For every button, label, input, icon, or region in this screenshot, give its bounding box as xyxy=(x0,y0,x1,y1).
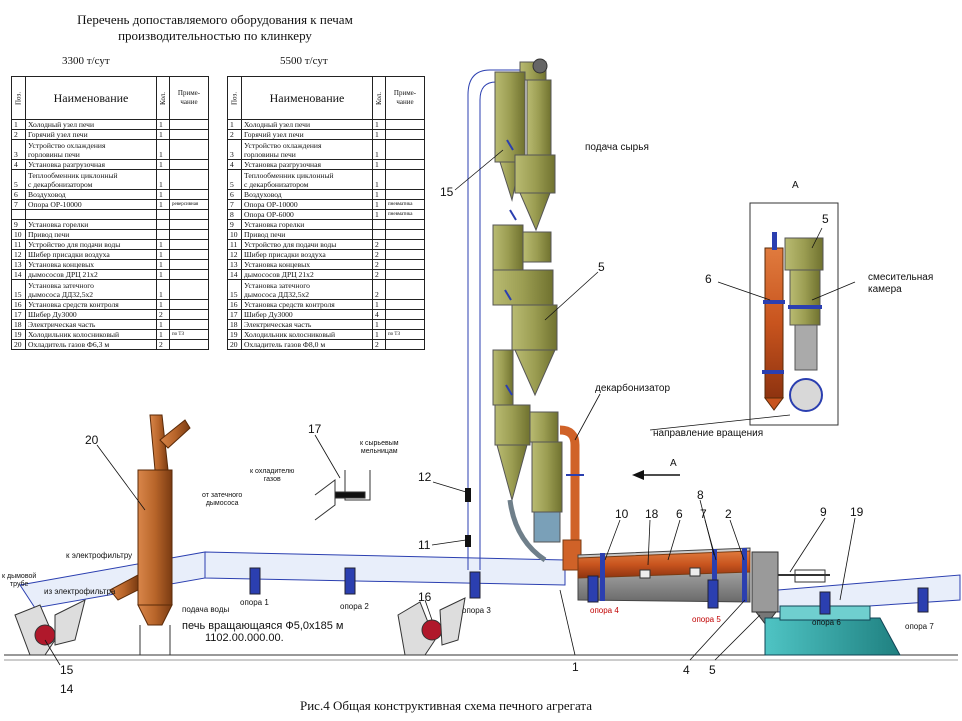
callout-10: 10 xyxy=(615,507,629,521)
kiln-hood xyxy=(751,551,830,626)
gas-cooler xyxy=(109,414,191,655)
label-from-esp: из электрофильтра xyxy=(44,587,116,596)
header-note: Приме-чание xyxy=(385,76,425,120)
label-support-2: опора 2 xyxy=(340,602,369,611)
label-to-stack-1: к дымовой xyxy=(2,573,37,580)
label-kiln-1: печь вращающаяся Ф5,0х185 м xyxy=(182,620,344,632)
callout-5-detail: 5 xyxy=(822,212,829,226)
callout-15: 16 xyxy=(418,590,432,604)
header-name: Наименование xyxy=(25,76,157,120)
exhaust-fans xyxy=(14,597,466,656)
label-feed: подача сырья xyxy=(585,142,649,153)
callout-18: 18 xyxy=(645,507,659,521)
capacity-left: 3300 т/сут xyxy=(62,55,110,67)
callout-11: 11 xyxy=(418,538,431,552)
section-arrow-a xyxy=(632,470,680,480)
header-name: Наименование xyxy=(241,76,373,120)
callout-7: 7 xyxy=(700,507,707,521)
label-to-stack-2: трубе xyxy=(9,581,29,588)
label-water-feed: подача воды xyxy=(182,605,230,614)
label-to-raw-mill-1: к сырьевым xyxy=(360,440,399,447)
label-support-4: опора 4 xyxy=(590,606,619,615)
label-support-7: опора 7 xyxy=(905,622,934,631)
label-from-exhaust-1: от затечного xyxy=(202,492,243,499)
label-support-6: опора 6 xyxy=(812,618,841,627)
callout-5: 5 xyxy=(598,260,605,274)
page-title: Перечень допоставляемого оборудования к … xyxy=(50,12,380,44)
label-from-exhaust-2: дымососа xyxy=(205,500,239,507)
label-support-5: опора 5 xyxy=(692,615,721,624)
label-to-gas-cooler: к охладителю газов xyxy=(250,468,294,484)
label-view-a: А xyxy=(792,180,799,191)
callout-16: 15 xyxy=(440,185,454,199)
label-rotation: направление вращения xyxy=(653,428,764,439)
callout-2: 2 xyxy=(725,507,732,521)
callout-20: 20 xyxy=(85,433,99,447)
cell-note xyxy=(169,339,209,350)
ground-line xyxy=(4,654,958,661)
callout-9: 9 xyxy=(820,505,827,519)
supports xyxy=(249,567,929,615)
label-mixing-chamber-2: камера xyxy=(868,284,902,295)
cyclone-tower xyxy=(492,58,584,571)
label-support-3: опора 3 xyxy=(462,606,491,615)
callout-17: 17 xyxy=(308,422,322,436)
callout-14: 15 xyxy=(60,663,74,677)
label-to-gas-cooler-2: газов xyxy=(263,476,281,483)
label-mixing-chamber-1: смесительная xyxy=(868,272,934,283)
callout-13: 14 xyxy=(60,682,74,696)
title-line-2: производительностью по клинкеру xyxy=(118,28,312,43)
label-from-exhaust: от затечного дымососа xyxy=(202,492,242,508)
label-to-gas-cooler-1: к охладителю xyxy=(250,468,295,475)
label-to-raw-mill: к сырьевым мельницам xyxy=(360,440,399,456)
callout-6-detail: 6 xyxy=(705,272,712,286)
rotary-kiln xyxy=(577,547,751,603)
figure-caption: Рис.4 Общая конструктивная схема печного… xyxy=(300,698,593,713)
callout-12: 12 xyxy=(418,470,432,484)
damper-detail xyxy=(314,470,371,521)
callout-3: 4 xyxy=(683,663,690,677)
callout-8: 8 xyxy=(697,488,704,502)
label-support-1: опора 1 xyxy=(240,598,269,607)
leader-lines xyxy=(44,149,856,666)
capacity-right: 5500 т/сут xyxy=(280,55,328,67)
cell-note xyxy=(385,339,425,350)
clinker-cooler xyxy=(764,605,901,656)
title-line-1: Перечень допоставляемого оборудования к … xyxy=(77,12,353,27)
callout-1: 1 xyxy=(572,660,579,674)
label-to-stack: к дымовой трубе xyxy=(2,573,36,589)
label-to-esp: к электрофильтру xyxy=(66,551,133,560)
label-arrow-a: А xyxy=(670,458,677,469)
label-kiln-2: 1102.00.000.00. xyxy=(205,632,284,644)
label-to-raw-mill-2: мельницам xyxy=(360,448,398,455)
label-decarbonizer: декарбонизатор xyxy=(595,383,671,394)
view-a-detail xyxy=(749,202,839,426)
callout-19: 19 xyxy=(850,505,864,519)
callout-6: 6 xyxy=(676,507,683,521)
callout-4: 5 xyxy=(709,663,716,677)
